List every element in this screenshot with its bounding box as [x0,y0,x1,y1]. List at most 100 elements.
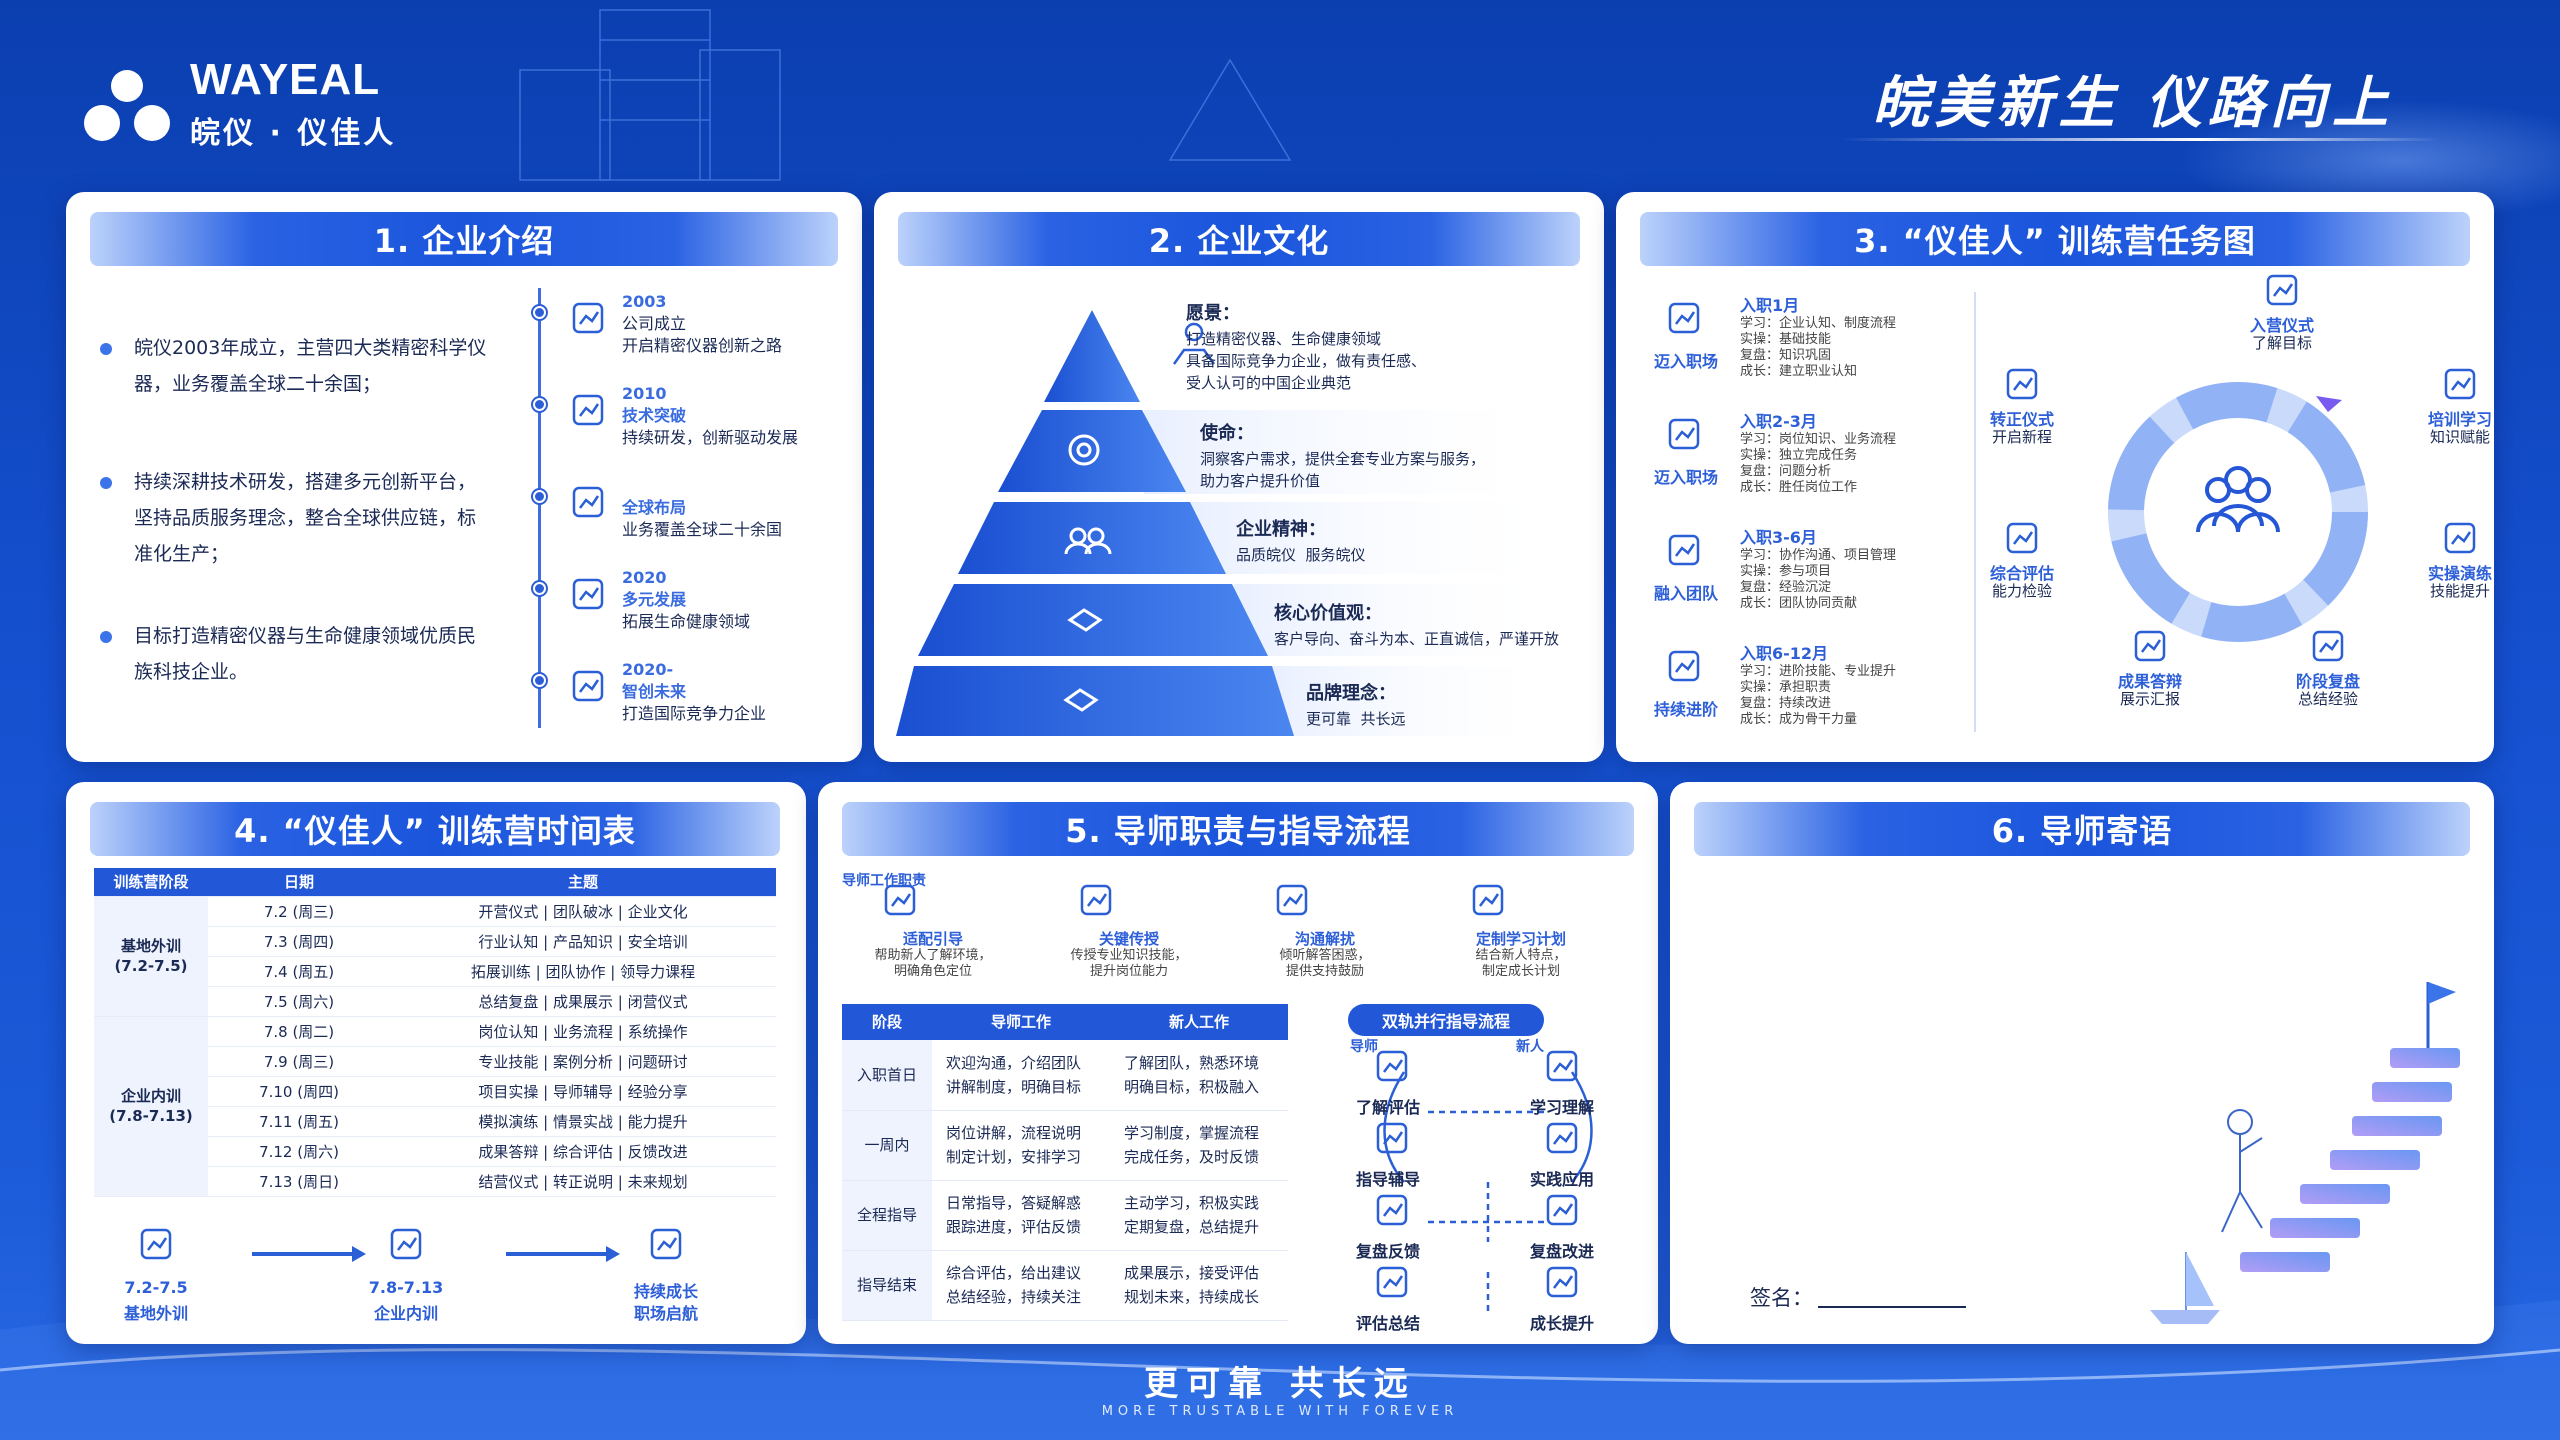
cycle-step-icon [2266,274,2298,306]
cycle-step-icon [2312,630,2344,662]
mentor-step-icon-wrap [1370,1260,1414,1308]
dual-track-arrows [1383,1071,1593,1312]
pyramid-label-name: 品牌理念： [1306,683,1396,704]
mentor-cell: 日常指导，答疑解惑 跟踪进度，评估反馈 [932,1180,1110,1251]
newcomer-step-icon-wrap [1540,1116,1584,1164]
col-header: 主题 [390,868,776,897]
intro-bullet: 目标打造精密仪器与生命健康领域优质民族科技企业。 [100,618,490,690]
cycle-step-title: 转正仪式 [1989,410,2054,429]
cycle-step-desc: 了解目标 [2251,334,2312,352]
pyramid-label-name: 愿景： [1186,303,1240,324]
stage-item: 成长：胜任岗位工作 [1740,480,1858,495]
newcomer-step-icon [1546,1050,1578,1082]
pyramid-label-name: 企业精神： [1236,519,1326,540]
culture-pyramid [896,310,1564,736]
stage-item: 复盘：经验沉淀 [1740,580,1832,595]
newcomer-step: 成长提升 [1529,1314,1594,1333]
topic-cell: 项目实操 | 导师辅导 | 经验分享 [390,1076,776,1107]
slogan-underline [1840,138,2440,141]
cycle-step-icon [2006,368,2038,400]
date-cell: 7.3 (周四) [208,926,390,957]
pyramid-label: 品牌理念： 更可靠 共长远 [1306,680,1406,730]
cycle-step-title: 入营仪式 [2249,316,2314,335]
dual-track-title: 双轨并行指导流程 [1348,1004,1544,1036]
panel-mentor: 5. 导师职责与指导流程 导师工作职责 适配引导帮助新人了解环境，明确角色定位关… [818,782,1658,1344]
pyramid-label: 核心价值观：客户导向、奋斗为本、正直诚信，严谨开放 [1274,600,1559,650]
signature-line[interactable] [1818,1306,1966,1308]
building-icon-wrap [566,296,610,340]
timeline-dot [533,674,546,687]
newcomer-step-icon-wrap [1540,1044,1584,1092]
table-row: 7.12 (周六)成果答辩 | 综合评估 | 反馈改进 [94,1136,776,1167]
mentor-cell: 综合评估，给出建议 总结经验，持续关注 [932,1250,1110,1321]
dual-track-title-text: 双轨并行指导流程 [1381,1012,1510,1031]
panel-culture: 2. 企业文化 愿景：打造精密仪器、生命健康领域 具备国际竞争力企业，做有责任感… [874,192,1604,762]
mentor-column-label: 导师 [1350,1039,1378,1055]
flow-icon-wrap [384,1222,428,1270]
mentor-cell: 欢迎沟通，介绍团队 讲解制度，明确目标 [932,1040,1110,1111]
newcomer-step-icon-wrap [1540,1260,1584,1308]
date-cell: 7.4 (周五) [208,956,390,987]
topic-cell: 成果答辩 | 综合评估 | 反馈改进 [390,1136,776,1167]
stage-item: 实操：基础技能 [1740,332,1832,347]
timeline-dot [533,490,546,503]
cycle-icon-wrap [2000,516,2044,564]
heart-icon [572,578,604,610]
mentor-step-icon-wrap [1370,1044,1414,1092]
cycle-step-desc: 知识赋能 [2429,428,2490,446]
duty-icon [1472,884,1504,916]
table-row: 7.3 (周四)行业认知 | 产品知识 | 安全培训 [94,926,776,957]
intro-bullet: 持续深耕技术研发，搭建多元创新平台，坚持品质服务理念，整合全球供应链，标准化生产… [100,464,490,572]
newcomer-cell: 主动学习，积极实践 定期复盘，总结提升 [1110,1180,1288,1251]
cycle-step-desc: 能力检验 [1991,582,2052,600]
stage-period: 入职3-6月 [1740,528,1817,547]
stage-icon-wrap [1662,644,1706,692]
newcomer-step-icon [1546,1194,1578,1226]
table-row: 全程指导日常指导，答疑解惑 跟踪进度，评估反馈主动学习，积极实践 定期复盘，总结… [842,1180,1288,1251]
newcomer-cell: 成果展示，接受评估 规划未来，持续成长 [1110,1250,1288,1321]
duty-icon [1080,884,1112,916]
cycle-icon-wrap [2128,624,2172,672]
date-cell: 7.2 (周三) [208,896,390,927]
flow-arrow-icon [252,1252,356,1256]
stage-item: 学习：岗位知识、业务流程 [1740,432,1897,447]
signature-label: 签名： [1750,1286,1813,1310]
stage-cell: 入职首日 [842,1040,932,1111]
duty-icon-wrap [1466,878,1510,926]
table-row: 企业内训 (7.8-7.13)7.8 (周二)岗位认知 | 业务流程 | 系统操… [94,1016,776,1197]
mentor-step: 指导辅导 [1355,1170,1420,1189]
date-cell: 7.11 (周五) [208,1106,390,1137]
cycle-step-icon [2444,522,2476,554]
stage-item: 实操：承担职责 [1740,680,1832,695]
phase-cell: 企业内训 (7.8-7.13) [94,1016,208,1197]
timeline-desc: 业务覆盖全球二十余国 [622,520,783,539]
pyramid-label-text: 更可靠 共长远 [1306,710,1406,728]
microscope-icon [572,394,604,426]
stage-item: 学习：协作沟通、项目管理 [1740,548,1897,563]
panel-title: 1. 企业介绍 [90,212,838,266]
topic-cell: 开营仪式 | 团队破冰 | 企业文化 [390,896,776,927]
timeline-desc: 持续研发，创新驱动发展 [622,428,799,447]
timeline-year: 2020- [622,660,674,679]
newcomer-column-label: 新人 [1516,1039,1544,1055]
flow-icon-wrap [644,1222,688,1270]
footer-slogan: 更可靠 共长远 [1144,1364,1416,1404]
brand-english: WAYEAL [190,55,381,104]
stage-icon-wrap [1662,296,1706,344]
stage-item: 实操：参与项目 [1740,564,1832,579]
panel-task-map: 3. “仪佳人” 训练营任务图 迈入职场入职1月学习：企业认知、制度流程实操：基… [1616,192,2494,762]
topic-cell: 拓展训练 | 团队协作 | 领导力课程 [390,956,776,987]
topic-cell: 模拟演练 | 情景实战 | 能力提升 [390,1106,776,1137]
topic-cell: 行业认知 | 产品知识 | 安全培训 [390,926,776,957]
date-cell: 7.5 (周六) [208,986,390,1017]
date-cell: 7.10 (周四) [208,1076,390,1107]
cycle-step-desc: 展示汇报 [2119,690,2180,708]
cycle-icon-wrap [2438,362,2482,410]
cycle-icon-wrap [2000,362,2044,410]
flow-arrow-head-icon [352,1246,366,1262]
brand-chinese: 皖仪 · 仪佳人 [190,116,397,151]
flow-arrow-icon [506,1252,610,1256]
stage-item: 学习：企业认知、制度流程 [1740,316,1897,331]
panel-title: 3. “仪佳人” 训练营任务图 [1640,212,2470,266]
